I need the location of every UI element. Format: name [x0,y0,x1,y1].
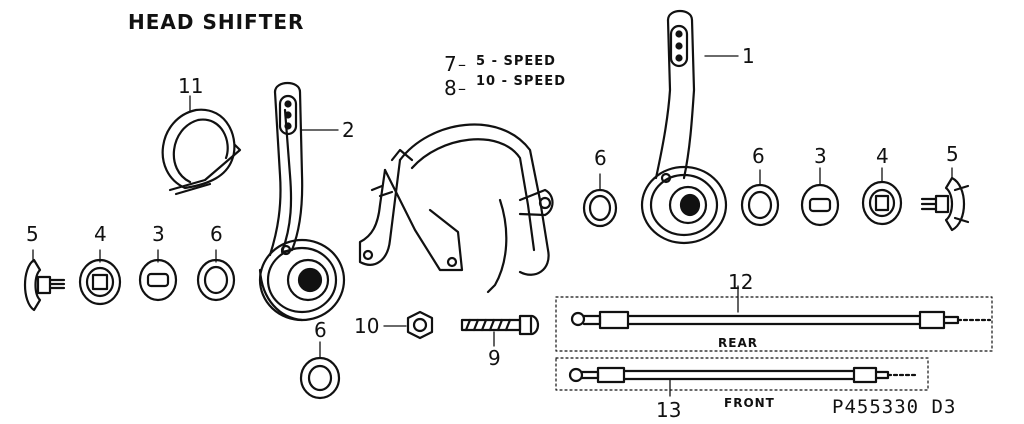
ten-speed-note: 10 - SPEED [476,74,566,89]
callout-6-lower: 6 [314,318,327,342]
diagram-title: HEAD SHIFTER [128,10,305,34]
callout-6-right-second: 6 [752,144,765,168]
callout-11: 11 [178,74,204,98]
drawing-code: P455330 D3 [832,396,957,418]
lower-washer-illustration [301,358,339,398]
hex-nut-illustration [408,312,432,338]
right-second-washer-illustration [742,185,778,225]
cable-box-13 [556,358,928,390]
dash-7: – [458,55,466,74]
mounting-bracket-illustration [360,125,553,292]
callout-5-left: 5 [26,222,39,246]
rear-cable-label: REAR [718,336,758,350]
callout-13: 13 [656,398,682,422]
callout-8: 8 [444,76,457,100]
front-cable-label: FRONT [724,396,775,410]
right-shift-lever-illustration [642,11,726,243]
callout-7: 7 [444,52,457,76]
callout-5-right: 5 [946,142,959,166]
right-washer-illustration [584,190,616,226]
callout-9: 9 [488,346,501,370]
five-speed-note: 5 - SPEED [476,54,556,69]
left-keyed-washer-illustration [140,260,176,300]
clamp-band-illustration [163,110,240,194]
right-keyed-washer-illustration [802,185,838,225]
callout-10: 10 [354,314,380,338]
right-lock-nut-illustration [863,182,901,224]
rear-cable-illustration [572,312,990,328]
callout-6-right: 6 [594,146,607,170]
callout-6-left: 6 [210,222,223,246]
callout-12: 12 [728,270,754,294]
right-wing-bolt-illustration [922,178,968,230]
callout-4-left: 4 [94,222,107,246]
callout-1: 1 [742,44,755,68]
callout-2: 2 [342,118,355,142]
left-wing-bolt-illustration [25,260,64,310]
callout-3-left: 3 [152,222,165,246]
left-washer-illustration [198,260,234,300]
leader-lines [33,56,952,396]
left-shift-lever-illustration [260,83,344,320]
callout-3-right: 3 [814,144,827,168]
dash-8: – [458,79,466,98]
front-cable-illustration [570,368,918,382]
left-lock-nut-illustration [80,260,120,304]
screw-illustration [462,316,538,334]
callout-4-right: 4 [876,144,889,168]
